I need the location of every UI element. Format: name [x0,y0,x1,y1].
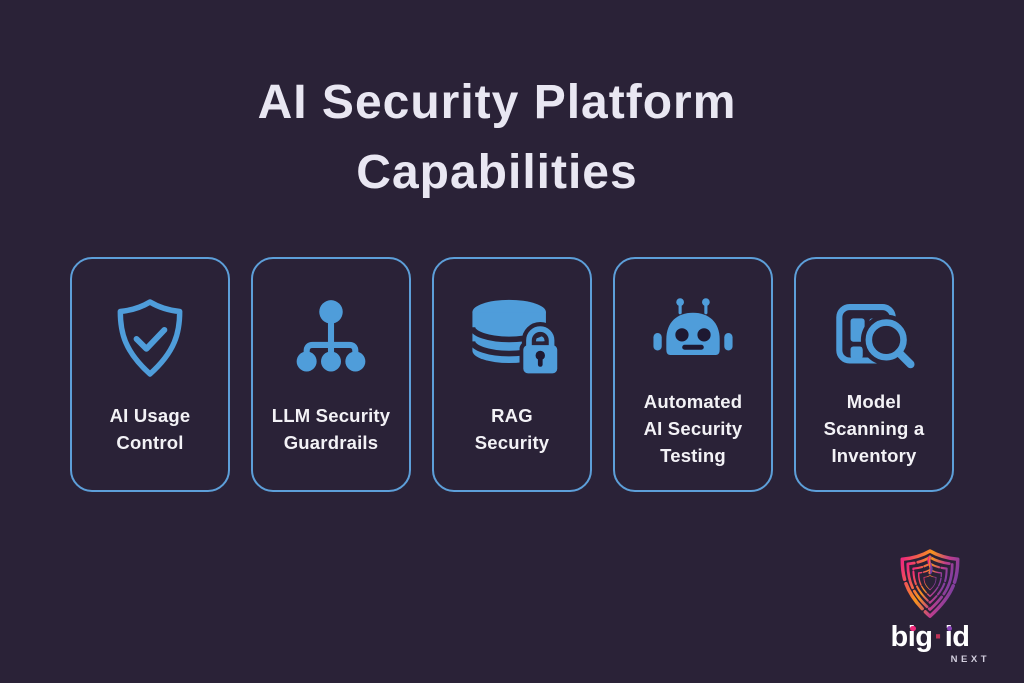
bigid-logo: big·id NEXT [860,548,1000,665]
card-llm-security-guardrails: LLM Security Guardrails [251,257,411,492]
hierarchy-icon [287,287,375,389]
card-label: RAG Security [474,404,550,453]
card-label: Model Scanning a Inventory [823,391,925,466]
card-automated-ai-security-testing: Automated AI Security Testing [613,257,773,492]
shield-check-icon [105,287,195,389]
database-lock-icon [463,287,561,389]
card-rag-security: RAG Security [432,257,592,492]
card-label: LLM Security Guardrails [271,404,391,453]
bigid-wordmark: big·id [891,623,970,652]
i-tittle-pink [910,625,916,631]
card-ai-usage-control: AI Usage Control [70,257,230,492]
document-search-icon [827,287,921,389]
robot-icon [647,287,739,389]
next-sub-label: NEXT [950,654,990,665]
i-tittle-purple [946,625,953,631]
card-label: Automated AI Security Testing [643,391,743,466]
card-model-scanning-inventory: Model Scanning a Inventory [794,257,954,492]
page-title: AI Security Platform Capabilities [257,76,737,200]
card-label: AI Usage Control [109,404,191,453]
fingerprint-shield-icon [892,548,968,620]
wordmark-separator-dot: · [934,621,944,653]
capability-cards-row: AI Usage Control LLM Sec [70,257,954,492]
